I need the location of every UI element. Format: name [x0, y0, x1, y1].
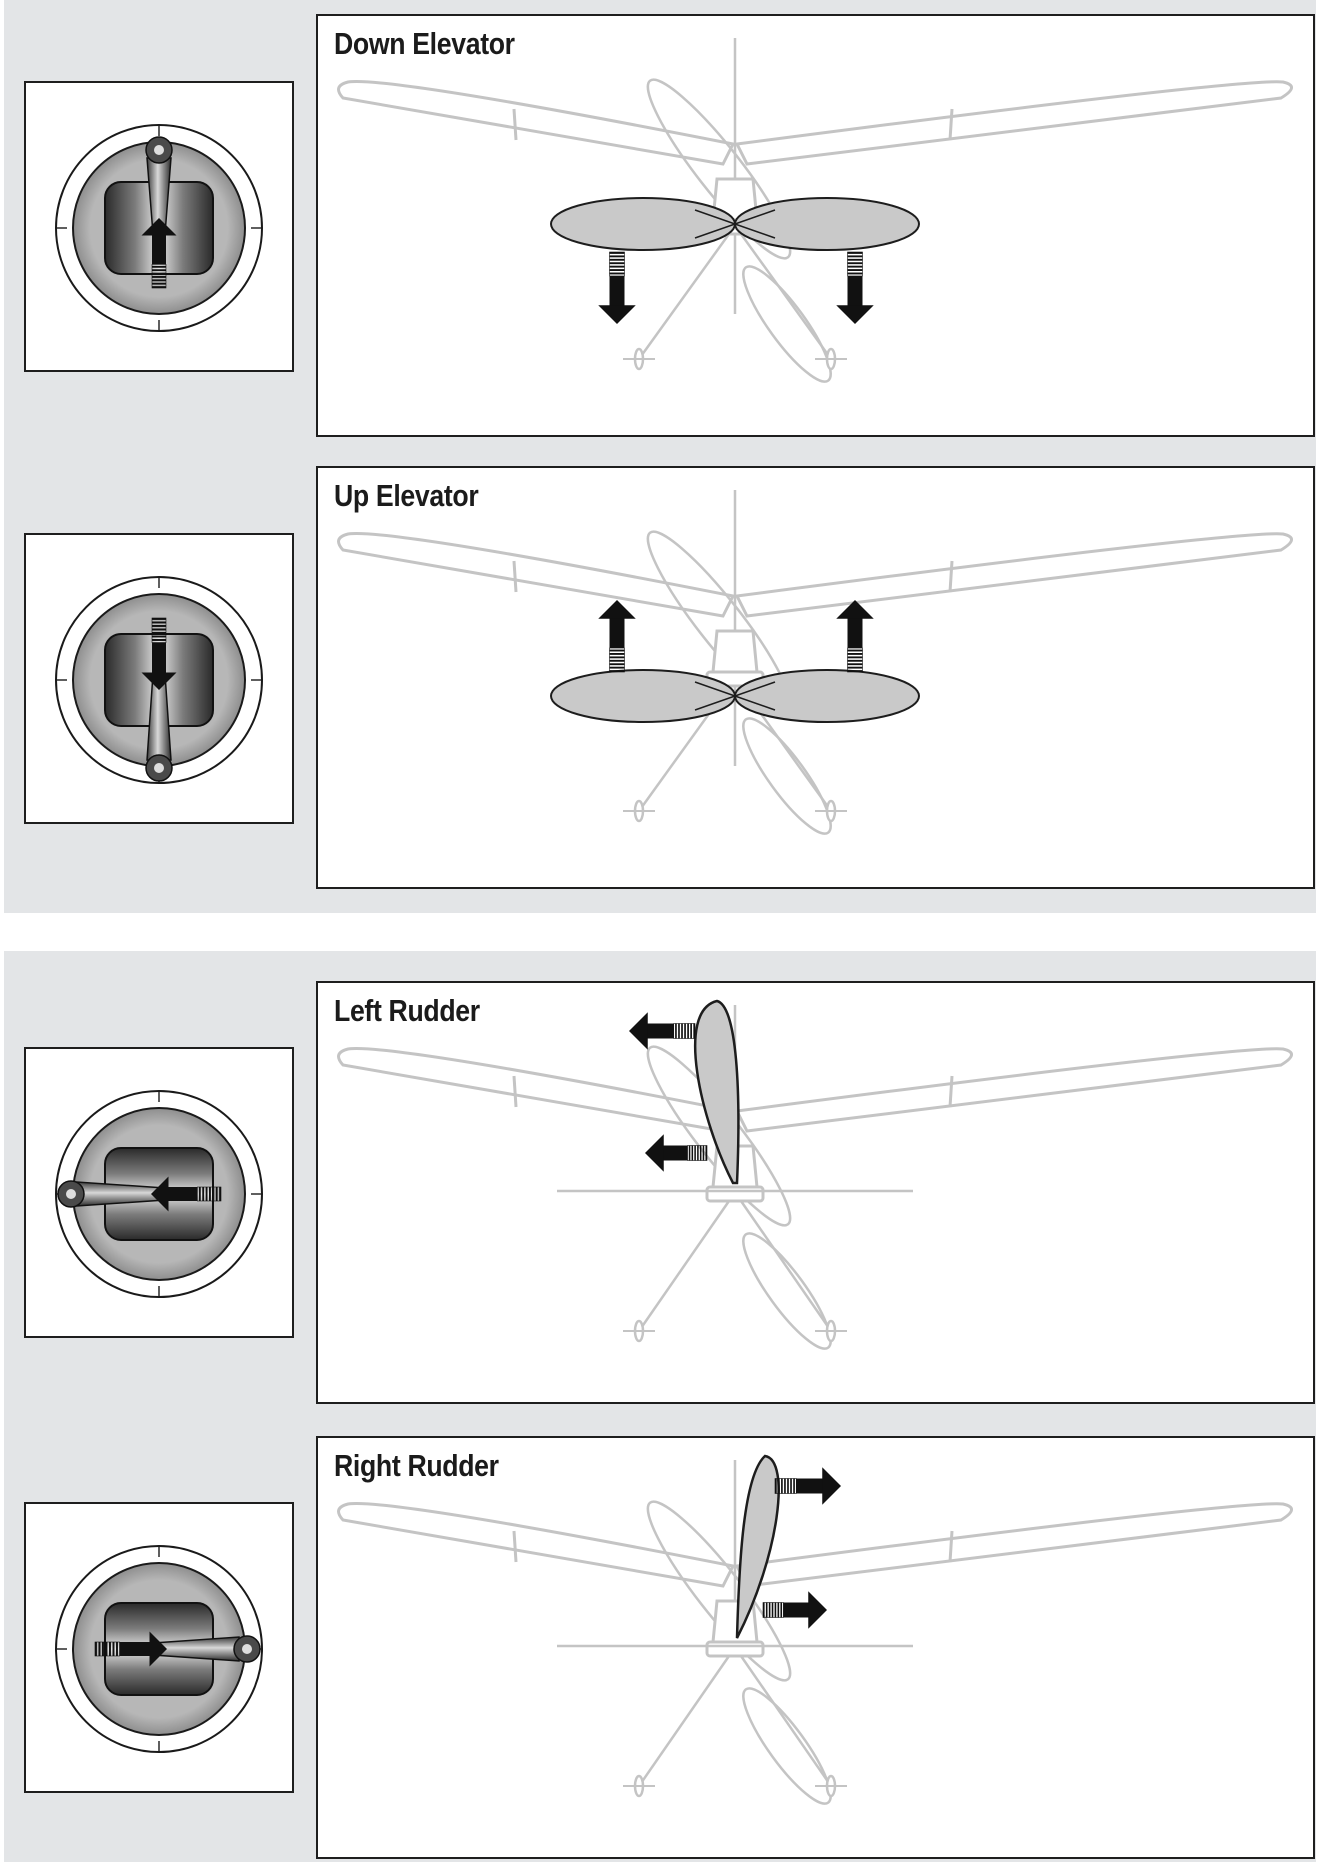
- fuselage: [711, 629, 759, 674]
- left-wing: [337, 1047, 736, 1133]
- left-wing: [337, 1502, 736, 1588]
- left-up-arrow-icon: [598, 600, 636, 673]
- rudder-surface: [693, 999, 740, 1185]
- left-elevator-surface: [550, 669, 736, 723]
- stick-lever: [145, 136, 173, 235]
- helicopter-elevator-up-diagram: [337, 490, 1293, 835]
- rudder-neutral: [646, 1500, 792, 1682]
- panel-title: Up Elevator: [334, 478, 479, 513]
- helicopter-rudder-right-diagram: [337, 1454, 1293, 1805]
- stick-box-down-elevator: [24, 81, 294, 372]
- fuselage-base: [705, 1640, 765, 1658]
- right-wing: [734, 1502, 1293, 1588]
- transmitter-stick: [55, 124, 263, 332]
- arrow-left-icon: [151, 1176, 222, 1212]
- right-elevator-surface: [734, 197, 920, 251]
- right-wing: [734, 1047, 1293, 1133]
- transmitter-stick: [55, 1090, 263, 1298]
- panel-up-elevator: Up Elevator: [316, 466, 1315, 889]
- arrow-up-icon: [141, 218, 177, 289]
- rudder-surface: [735, 1454, 780, 1639]
- helicopter-diagram: [337, 1454, 1293, 1805]
- helicopter-diagram: [337, 490, 1293, 835]
- lower-fin: [742, 1232, 832, 1350]
- left-wing: [337, 80, 736, 166]
- left-gear: [637, 1200, 731, 1332]
- lower-left-arrow-icon: [645, 1134, 708, 1172]
- helicopter-elevator-down-diagram: [337, 38, 1293, 383]
- panel-right-rudder: Right Rudder: [316, 1436, 1315, 1859]
- transmitter-stick: [55, 1545, 263, 1753]
- fuselage-base: [705, 1185, 765, 1203]
- stick-box-up-elevator: [24, 533, 294, 824]
- right-elevator-surface: [734, 669, 920, 723]
- right-gear: [739, 1655, 833, 1787]
- transmitter-stick: [55, 576, 263, 784]
- helicopter-diagram: [337, 999, 1293, 1350]
- upper-right-arrow-icon: [774, 1467, 841, 1505]
- upper-left-arrow-icon: [629, 1012, 696, 1050]
- right-gear: [739, 233, 833, 360]
- right-up-arrow-icon: [836, 600, 874, 673]
- panel-down-elevator: Down Elevator: [316, 14, 1315, 437]
- right-down-arrow-icon: [836, 251, 874, 324]
- right-wing: [734, 80, 1293, 166]
- panel-title: Down Elevator: [334, 26, 515, 61]
- helicopter-rudder-left-diagram: [337, 999, 1293, 1350]
- stick-right-icon: [55, 1545, 263, 1753]
- arrow-down-icon: [141, 617, 177, 690]
- panel-title: Right Rudder: [334, 1448, 499, 1483]
- panel-title: Left Rudder: [334, 993, 480, 1028]
- lower-fin: [742, 1687, 832, 1805]
- left-down-arrow-icon: [598, 251, 636, 324]
- helicopter-diagram: [337, 38, 1293, 383]
- stick-down-icon: [55, 576, 263, 784]
- stick-box-right-rudder: [24, 1502, 294, 1793]
- stick-box-left-rudder: [24, 1047, 294, 1338]
- stick-lever: [145, 673, 173, 782]
- panel-left-rudder: Left Rudder: [316, 981, 1315, 1404]
- stick-up-icon: [55, 124, 263, 332]
- left-gear: [637, 1655, 731, 1787]
- rudder-neutral: [646, 78, 792, 260]
- left-wing: [337, 532, 736, 618]
- stick-left-icon: [55, 1090, 263, 1298]
- elevator-group: Down Elevator Up Elevator: [4, 0, 1316, 913]
- arrow-right-icon: [94, 1631, 167, 1667]
- right-gear: [739, 1200, 833, 1332]
- lower-fin: [742, 265, 832, 383]
- right-wing: [734, 532, 1293, 618]
- left-gear: [637, 233, 731, 360]
- lower-right-arrow-icon: [762, 1591, 827, 1629]
- lower-fin: [742, 717, 832, 835]
- rudder-group: Left Rudder Right Rudder: [4, 951, 1316, 1862]
- left-elevator-surface: [550, 197, 736, 251]
